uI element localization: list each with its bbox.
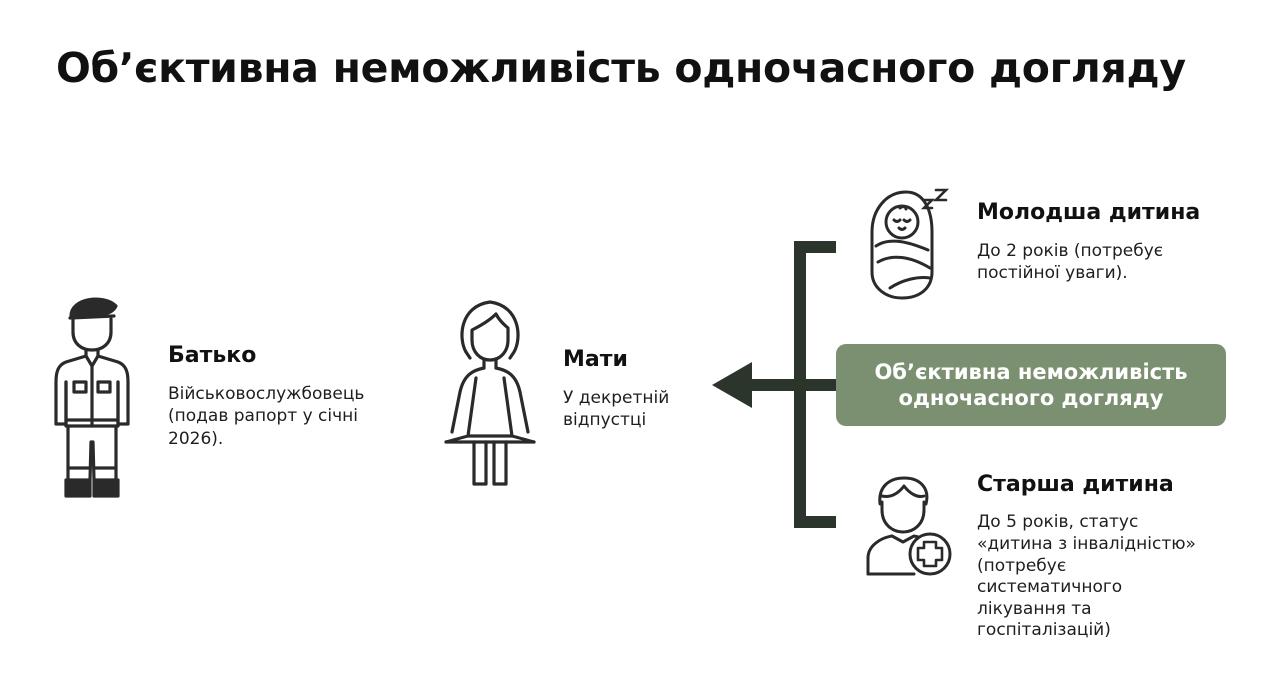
- older-child-line: «дитина з інвалідністю»: [977, 533, 1196, 554]
- younger-child-line: До 2 років (потребує: [977, 241, 1164, 262]
- mother-icon: [444, 300, 536, 486]
- father-description: Військовослужбовець (подав рапорт у січн…: [168, 383, 364, 449]
- younger-child-block: Молодша дитина До 2 років (потребує пост…: [977, 200, 1200, 285]
- older-child-block: Старша дитина До 5 років, статус «дитина…: [977, 472, 1196, 642]
- mother-line: У декретній: [563, 388, 670, 409]
- father-line: 2026).: [168, 428, 224, 449]
- older-child-line: систематичного: [977, 577, 1123, 598]
- older-child-line: госпіталізацій): [977, 620, 1111, 641]
- older-child-line: лікування та: [977, 598, 1092, 619]
- page-title: Об’єктивна неможливість одночасного догл…: [56, 44, 1186, 92]
- badge-line: Об’єктивна неможливість: [874, 359, 1188, 384]
- father-block: Батько Військовослужбовець (подав рапорт…: [168, 343, 364, 450]
- older-child-description: До 5 років, статус «дитина з інвалідніст…: [977, 512, 1196, 641]
- child-medical-cross-icon: [866, 476, 952, 576]
- younger-child-heading: Молодша дитина: [977, 200, 1201, 225]
- younger-child-description: До 2 років (потребує постійної уваги).: [977, 240, 1200, 284]
- older-child-line: До 5 років, статус: [977, 512, 1139, 533]
- badge-line: одночасного догляду: [898, 386, 1164, 410]
- conclusion-badge: Об’єктивна неможливість одночасного догл…: [836, 344, 1226, 426]
- mother-description: У декретній відпустці: [563, 387, 669, 431]
- mother-block: Мати У декретній відпустці: [563, 347, 669, 432]
- sleeping-baby-icon: [870, 188, 950, 300]
- father-line: (подав рапорт у січні: [168, 406, 358, 427]
- soldier-icon: [54, 297, 130, 498]
- older-child-line: (потребує: [977, 555, 1067, 576]
- older-child-heading: Старша дитина: [977, 472, 1174, 497]
- father-line: Військовослужбовець: [168, 384, 365, 405]
- arrow-head-icon: [712, 362, 752, 408]
- younger-child-line: постійної уваги).: [977, 263, 1128, 284]
- father-heading: Батько: [168, 343, 257, 368]
- mother-line: відпустці: [563, 410, 647, 431]
- mother-heading: Мати: [563, 347, 628, 372]
